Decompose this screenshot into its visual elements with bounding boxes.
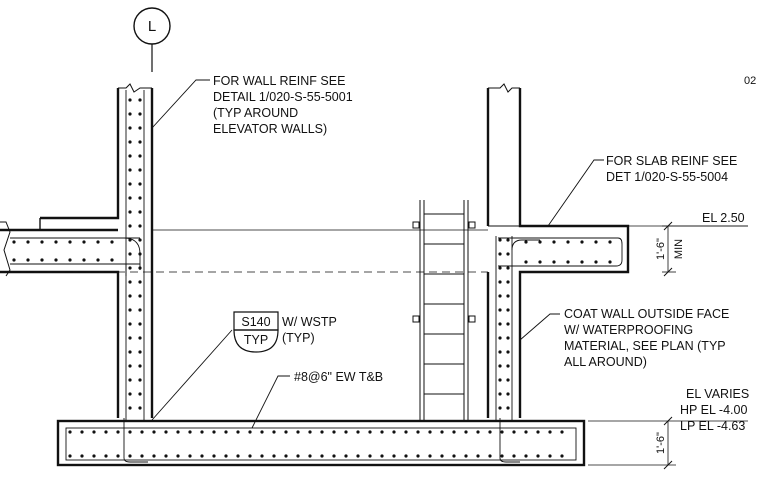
mat-bars-leader bbox=[251, 375, 290, 429]
left-wall-outline bbox=[0, 88, 154, 418]
wall-reinf-note: FOR WALL REINF SEE DETAIL 1/020-S-55-500… bbox=[213, 74, 353, 136]
lp-el-label: LP EL -4.63 bbox=[680, 419, 745, 433]
grid-bubble-label: L bbox=[148, 18, 156, 35]
el-varies-label: EL VARIES bbox=[686, 387, 749, 401]
svg-text:W/ WSTP: W/ WSTP bbox=[282, 315, 337, 329]
slab-reinf-leader bbox=[547, 159, 604, 227]
svg-text:ALL AROUND): ALL AROUND) bbox=[564, 355, 647, 369]
coat-wall-leader bbox=[519, 313, 560, 341]
svg-text:FOR SLAB REINF SEE: FOR SLAB REINF SEE bbox=[606, 154, 737, 168]
slab-break-line bbox=[0, 221, 11, 277]
mat-bars-note: #8@6" EW T&B bbox=[294, 370, 383, 384]
wall-break-top-left bbox=[118, 83, 152, 93]
svg-text:W/ WATERPROOFING: W/ WATERPROOFING bbox=[564, 323, 693, 337]
el-top-label: EL 2.50 bbox=[702, 211, 745, 225]
slab-min-label: MIN bbox=[673, 239, 685, 259]
mat-foundation bbox=[56, 419, 586, 467]
svg-text:DETAIL 1/020-S-55-5001: DETAIL 1/020-S-55-5001 bbox=[213, 90, 353, 104]
wall-break-top-right bbox=[488, 83, 520, 93]
svg-text:MATERIAL, SEE PLAN (TYP: MATERIAL, SEE PLAN (TYP bbox=[564, 339, 726, 353]
svg-text:FOR WALL REINF SEE: FOR WALL REINF SEE bbox=[213, 74, 345, 88]
right-wall-outline bbox=[486, 88, 630, 418]
svg-text:(TYP): (TYP) bbox=[282, 331, 315, 345]
slab-depth-dim: 1'-6" bbox=[655, 238, 667, 260]
coat-wall-note: COAT WALL OUTSIDE FACE W/ WATERPROOFING … bbox=[564, 307, 729, 369]
wall-reinf-leader bbox=[151, 79, 210, 129]
mat-depth-dim: 1'-6" bbox=[655, 432, 667, 454]
svg-text:ELEVATOR WALLS): ELEVATOR WALLS) bbox=[213, 122, 327, 136]
wstp-leader bbox=[151, 329, 233, 421]
svg-text:(TYP AROUND: (TYP AROUND bbox=[213, 106, 298, 120]
hp-el-label: HP EL -4.00 bbox=[680, 403, 747, 417]
section-tag-bottom: TYP bbox=[244, 333, 268, 347]
svg-text:COAT WALL OUTSIDE FACE: COAT WALL OUTSIDE FACE bbox=[564, 307, 729, 321]
rebar-dots bbox=[12, 98, 612, 458]
svg-text:DET 1/020-S-55-5004: DET 1/020-S-55-5004 bbox=[606, 170, 728, 184]
grid-bubble bbox=[133, 7, 171, 45]
sheet-ref: 02 bbox=[744, 75, 756, 87]
ladder bbox=[412, 200, 476, 420]
section-tag-top: S140 bbox=[241, 315, 270, 329]
wstp-note: W/ WSTP (TYP) bbox=[282, 315, 337, 345]
slab-reinf-note: FOR SLAB REINF SEE DET 1/020-S-55-5004 bbox=[606, 154, 737, 184]
